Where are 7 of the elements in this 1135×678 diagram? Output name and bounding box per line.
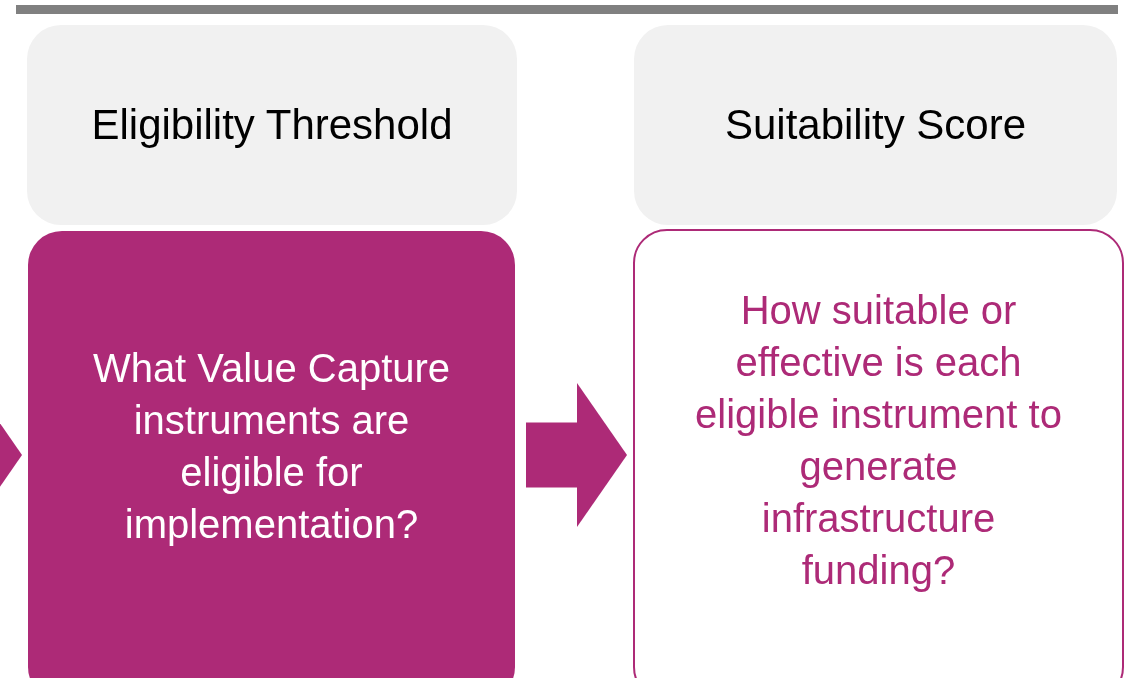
question-text: How suitable or effective is each eligible instrument to generate infrastructure funding?: [695, 287, 1062, 594]
question-box: [633, 229, 1124, 678]
question-text: What Value Capture instruments are eligible for implementation?: [91, 345, 452, 548]
question-box: [28, 231, 515, 678]
header-text: Suitability Score: [724, 100, 1027, 150]
block-arrow: [526, 383, 627, 527]
header-text: Eligibility Threshold: [91, 100, 453, 150]
